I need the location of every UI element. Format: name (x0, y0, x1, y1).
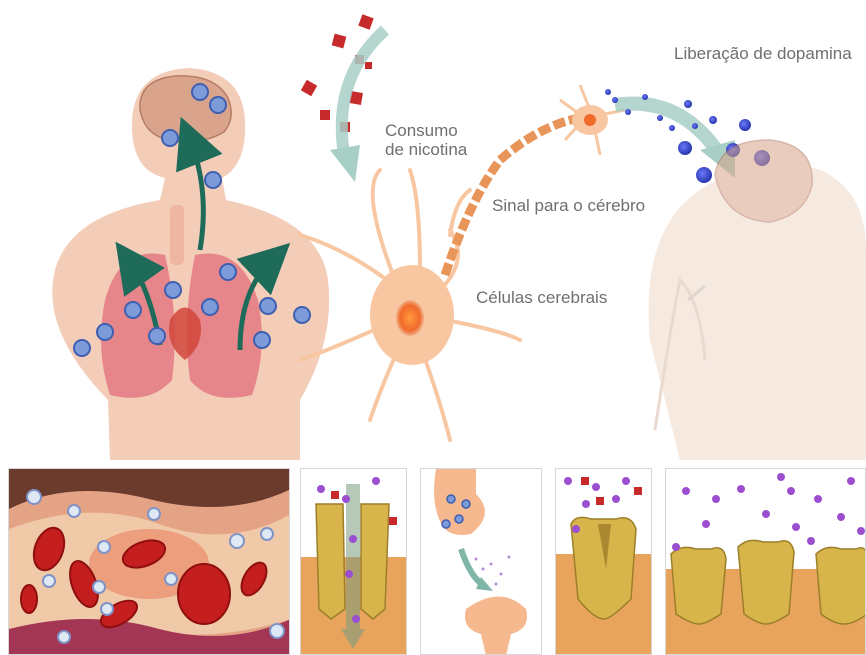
neuron-nucleus (396, 300, 424, 336)
nicotine-consumption-label-line1: Consumo (385, 121, 458, 141)
man-smoking (649, 140, 866, 460)
brain-cells-label: Células cerebrais (476, 288, 607, 308)
panel-blood-vessel (8, 468, 290, 655)
small-neuron-nucleus (584, 114, 596, 126)
dopamine-release-label: Liberação de dopamina (674, 44, 852, 64)
human-body (52, 68, 329, 460)
nicotine-consumption-label-line2: de nicotina (385, 140, 467, 160)
nicotine-arrow-head (330, 145, 360, 182)
trachea (170, 205, 184, 265)
signal-to-brain-label: Sinal para o cérebro (492, 196, 645, 216)
panel-synapse (420, 468, 542, 655)
panel-receptor-channel (300, 468, 407, 655)
panel-receptor-closed (555, 468, 652, 655)
nicotine-arrow (342, 30, 385, 160)
top-illustration (0, 0, 866, 460)
panel-receptors-row (665, 468, 866, 655)
